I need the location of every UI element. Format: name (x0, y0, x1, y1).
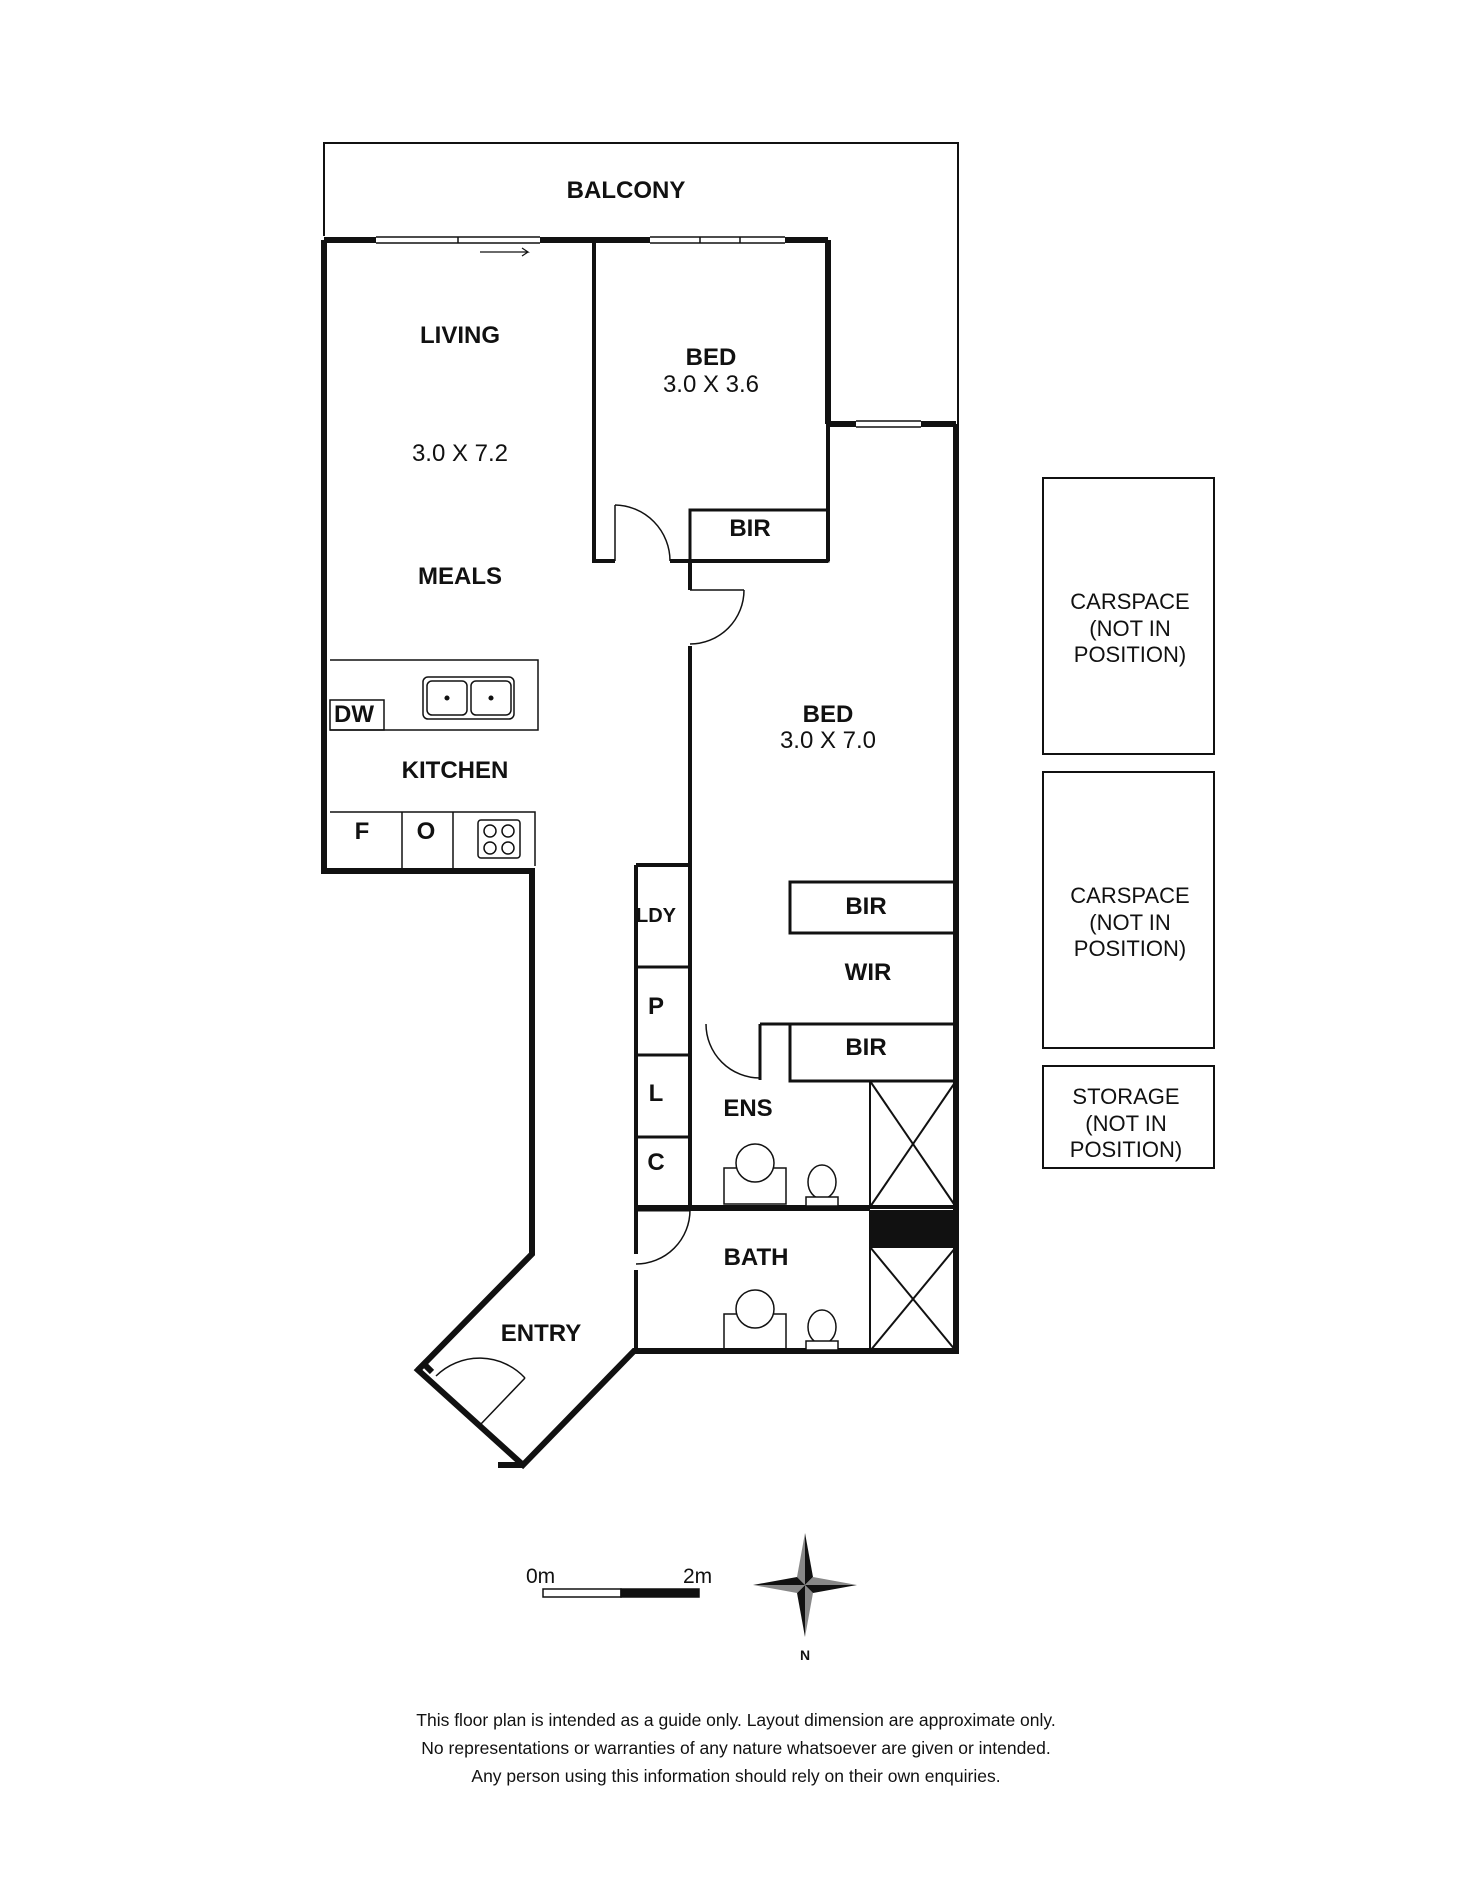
disclaimer: This floor plan is intended as a guide o… (0, 1706, 1472, 1790)
balcony-outline (323, 142, 959, 424)
storage-box (1042, 1065, 1215, 1169)
storage-line-1: STORAGE (1072, 1084, 1179, 1109)
carspace-2-line-2: (NOT IN (1089, 910, 1170, 935)
scale-end-label: 2m (683, 1565, 712, 1588)
bed2-dimensions: 3.0 X 7.0 (780, 727, 876, 754)
bir2-label: BIR (845, 893, 886, 920)
bed1-label: BED (686, 344, 737, 371)
windows (376, 236, 921, 428)
bath-toilet (805, 1309, 839, 1351)
storage-line-2: (NOT IN (1085, 1111, 1166, 1136)
door-swings (435, 504, 761, 1426)
wet-areas (690, 1080, 957, 1352)
fridge-label: F (355, 818, 370, 845)
carspace-1-line-2: (NOT IN (1089, 616, 1170, 641)
kitchen-label: KITCHEN (402, 757, 509, 784)
service-duct (870, 1210, 956, 1247)
scale-start-label: 0m (526, 1565, 555, 1588)
carspace-1-box (1042, 477, 1215, 755)
bath-vanity (723, 1289, 787, 1350)
wir-label: WIR (845, 959, 892, 986)
interior-walls (592, 240, 956, 1351)
outer-walls (321, 237, 959, 1470)
dishwasher-label: DW (334, 701, 374, 728)
carspace-1-line-1: CARSPACE (1070, 589, 1189, 614)
entry-label: ENTRY (501, 1320, 581, 1347)
scale-bar: 0m 2m (526, 1565, 712, 1598)
compass-icon: N (753, 1533, 857, 1663)
cooktop (477, 819, 521, 859)
ldy-label: LDY (636, 905, 677, 927)
carspace-2-box (1042, 771, 1215, 1049)
compass-north-label: N (800, 1647, 810, 1663)
cupboard-label: C (647, 1149, 664, 1176)
living-label: LIVING (420, 322, 500, 349)
sink (422, 676, 515, 720)
bir1-label: BIR (729, 515, 770, 542)
disclaimer-line-2: No representations or warranties of any … (421, 1738, 1051, 1758)
bath-label: BATH (724, 1244, 789, 1271)
disclaimer-line-3: Any person using this information should… (471, 1766, 1001, 1786)
kitchen-benches (329, 659, 539, 868)
carspace-1-line-3: POSITION) (1074, 642, 1186, 667)
carspace-2-line-3: POSITION) (1074, 936, 1186, 961)
bed1-dimensions: 3.0 X 3.6 (663, 371, 759, 398)
ens-toilet (805, 1164, 839, 1207)
ens-label: ENS (723, 1095, 772, 1122)
sliding-door-arrow (480, 247, 530, 257)
storage-line-3: POSITION) (1070, 1137, 1182, 1162)
disclaimer-line-1: This floor plan is intended as a guide o… (416, 1710, 1056, 1730)
ens-vanity (723, 1143, 787, 1205)
pantry-label: P (648, 993, 664, 1020)
balcony-label: BALCONY (567, 177, 686, 204)
meals-label: MEALS (418, 563, 502, 590)
bir3-label: BIR (845, 1034, 886, 1061)
living-dimensions: 3.0 X 7.2 (412, 440, 508, 467)
bed2-label: BED (803, 701, 854, 728)
oven-label: O (417, 818, 436, 845)
carspace-2-line-1: CARSPACE (1070, 883, 1189, 908)
linen-label: L (649, 1080, 664, 1107)
